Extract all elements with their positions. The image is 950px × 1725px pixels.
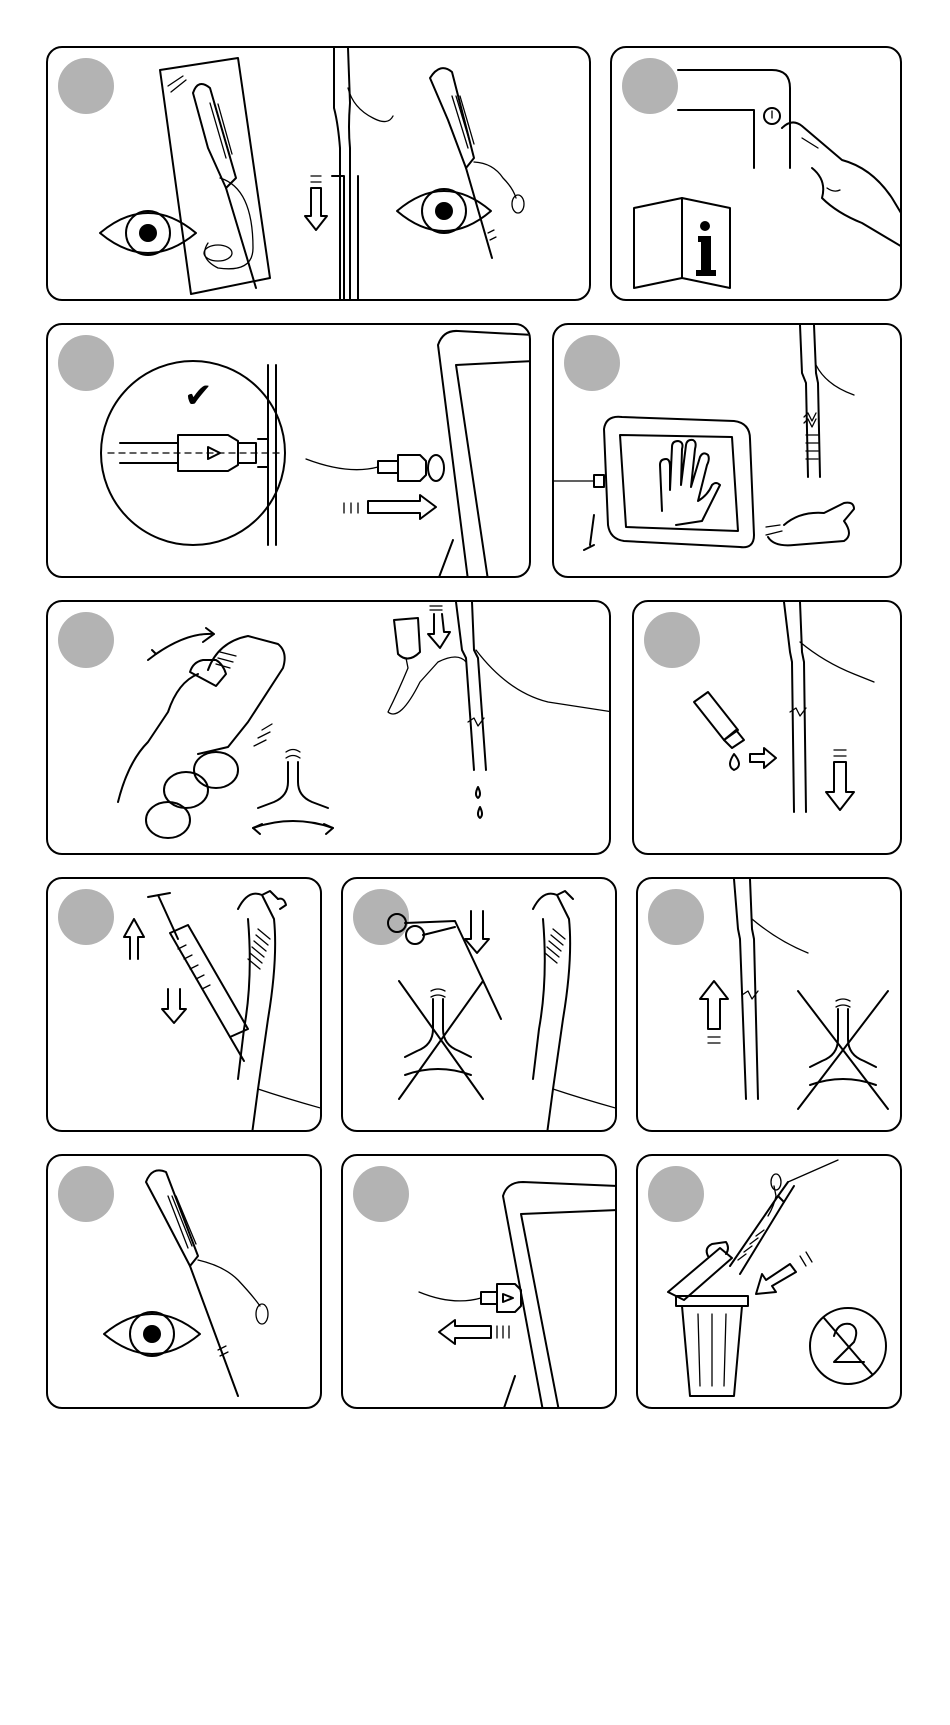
monitor-power-button — [678, 70, 790, 168]
cable-connect-arrow — [306, 455, 444, 519]
step-9-panel — [636, 877, 902, 1132]
saline-bag — [388, 606, 466, 714]
manual-info-icon — [634, 198, 730, 288]
drip — [456, 602, 611, 818]
working-channel — [533, 891, 617, 1132]
checkmark: ✔ — [184, 376, 213, 416]
eye-icon — [397, 189, 491, 233]
disconnect-arrow — [419, 1284, 521, 1344]
step-1-illustration — [48, 48, 591, 301]
working-channel — [238, 891, 322, 1132]
hand-icon — [660, 440, 720, 525]
finger-press — [782, 122, 902, 248]
step-5-panel — [46, 600, 611, 855]
lubricant-tube — [694, 692, 744, 770]
insert-arrow — [750, 602, 874, 812]
step-10-panel — [46, 1154, 322, 1409]
step-5-illustration — [48, 602, 611, 855]
packaged-endoscope — [160, 58, 270, 294]
step-6-panel — [632, 600, 902, 855]
step-12-illustration — [638, 1156, 902, 1409]
insertion-tube-arrow — [305, 48, 393, 301]
step-3-illustration: ✔ — [48, 325, 531, 578]
monitor-image — [554, 417, 754, 550]
step-12-panel — [636, 1154, 902, 1409]
endoscope-handle — [430, 68, 524, 258]
withdraw-arrow — [700, 879, 808, 1099]
tip-bending — [253, 750, 333, 835]
endoscope-tip — [766, 325, 854, 545]
step-11-panel — [341, 1154, 617, 1409]
step-7-illustration — [48, 879, 322, 1132]
forceps — [388, 911, 501, 1019]
step-10-illustration — [48, 1156, 322, 1409]
step-8-panel — [341, 877, 617, 1132]
step-7-panel — [46, 877, 322, 1132]
no-bending-while-instrument — [399, 981, 483, 1099]
step-1-panel — [46, 46, 591, 301]
step-11-illustration — [343, 1156, 617, 1409]
step-2-illustration — [612, 48, 902, 301]
step-6-illustration — [634, 602, 902, 855]
syringe — [124, 893, 248, 1061]
monitor — [438, 331, 531, 578]
step-8-illustration — [343, 879, 617, 1132]
step-9-illustration — [638, 879, 902, 1132]
step-2-panel — [610, 46, 902, 301]
eye-icon — [104, 1312, 200, 1356]
endoscope-inspection — [146, 1170, 268, 1396]
step-4-illustration — [554, 325, 902, 578]
do-not-reuse-icon — [810, 1308, 886, 1384]
no-bending-while-withdrawing — [798, 991, 888, 1109]
step-4-panel — [552, 323, 902, 578]
step-3-panel: ✔ — [46, 323, 531, 578]
